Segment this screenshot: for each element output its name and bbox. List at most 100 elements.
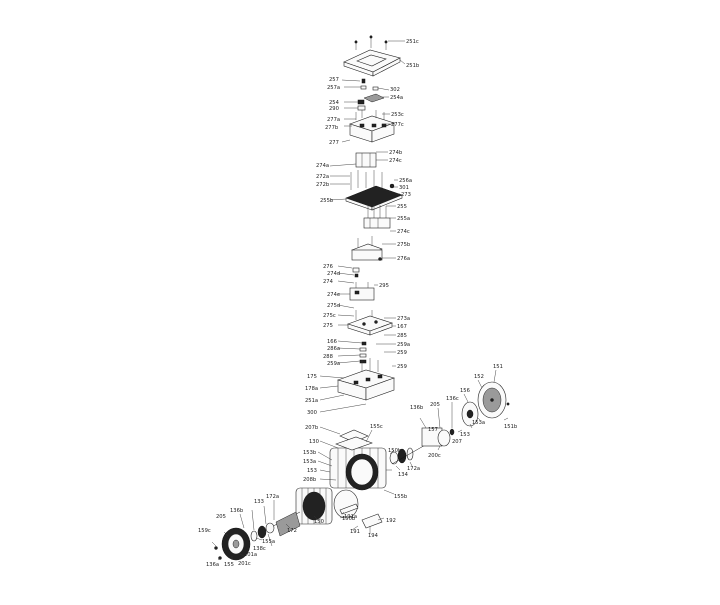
label-155a: 155a <box>262 539 275 545</box>
label-167: 166 <box>327 339 337 345</box>
label-301: 273 <box>401 192 411 198</box>
cover-plate <box>343 35 401 77</box>
label-150: 150 <box>314 519 324 525</box>
label-274c: 274c <box>389 158 402 164</box>
label-133-upper: 172a <box>407 466 420 472</box>
label-150b: 150b <box>342 516 356 522</box>
label-130: 130 <box>309 439 319 445</box>
label-166: 285 <box>397 333 407 339</box>
label-205: 205 <box>216 514 226 520</box>
label-275c: 273a <box>397 316 410 322</box>
gasket-ring <box>333 489 359 519</box>
label-254: 254 <box>329 100 340 106</box>
label-155c: 155c <box>370 424 383 430</box>
label-259a: 259a <box>397 342 410 348</box>
label-285: 286a <box>327 346 340 352</box>
label-290: 290 <box>329 106 339 112</box>
circuit-board <box>345 170 403 211</box>
front-end-shield <box>214 527 251 561</box>
label-178a: 178a <box>305 386 318 392</box>
label-191a: 191a <box>344 514 357 520</box>
label-153-rear: 153 <box>460 432 470 438</box>
label-251a: 251a <box>305 398 318 404</box>
clamp-274 <box>349 282 375 301</box>
stator-housing <box>329 436 387 491</box>
leader-lines <box>319 40 406 413</box>
label-255a: 274c <box>397 229 410 235</box>
label-276a: 276 <box>323 264 333 270</box>
label-153a: 153a <box>303 459 316 465</box>
label-255b: 255 <box>397 204 407 210</box>
label-172a: 172a <box>266 494 279 500</box>
label-155: 155 <box>224 562 234 568</box>
label-157: 157 <box>428 427 438 433</box>
label-302: 302 <box>390 87 400 93</box>
label-194: 194 <box>368 533 379 539</box>
label-274b: 274b <box>389 150 403 156</box>
leader-lines-motor <box>211 369 509 561</box>
label-300: 300 <box>307 410 317 416</box>
label-251c: 251c <box>406 39 419 45</box>
terminal-box-housing <box>337 358 395 401</box>
label-288: 259a <box>327 361 340 367</box>
label-207b: 207b <box>305 425 319 431</box>
label-136b: 136b <box>230 508 244 514</box>
label-205-rear: 205 <box>430 402 440 408</box>
label-152: 152 <box>474 374 484 380</box>
label-272a: 272a <box>316 174 329 180</box>
small-stack <box>359 341 367 364</box>
label-275: 167 <box>397 324 407 330</box>
stator-winding <box>295 487 333 525</box>
label-253c: 253c <box>391 112 404 118</box>
label-156: 156 <box>460 388 470 394</box>
rear-shaft-parts <box>389 427 455 465</box>
label-274: 274e <box>327 292 340 298</box>
label-155b: 155b <box>394 494 408 500</box>
label-153: 153 <box>307 468 317 474</box>
label-257a: 257a <box>327 85 340 91</box>
small-parts-276 <box>352 267 360 278</box>
label-275d: 275c <box>323 313 336 319</box>
label-192: 192 <box>386 518 396 524</box>
label-254a: 254a <box>390 95 403 101</box>
label-175: 175 <box>307 374 317 380</box>
label-191: 191 <box>350 529 360 535</box>
label-159c: 159c <box>198 528 211 534</box>
label-274a: 274a <box>316 163 329 169</box>
label-136b-rear: 136b <box>410 405 424 411</box>
label-153a-rear: 153a <box>472 420 485 426</box>
label-153b: 153b <box>303 450 317 456</box>
label-295: 275d <box>327 303 340 309</box>
label-274e: 295 <box>379 283 389 289</box>
bracket-274 <box>355 152 377 168</box>
label-276: 274d <box>327 271 340 277</box>
label-274d: 274 <box>323 279 334 285</box>
label-274c-lower: 275b <box>397 242 411 248</box>
label-275b: 276a <box>397 256 410 262</box>
label-151: 151 <box>493 364 503 370</box>
bracket-274c <box>351 236 383 261</box>
board-275 <box>347 310 393 336</box>
rotor-shaft <box>250 511 301 542</box>
label-256: 301 <box>399 185 409 191</box>
label-255: 255a <box>397 216 410 222</box>
label-259-lower: 259 <box>397 364 407 370</box>
label-277: 277 <box>329 140 339 146</box>
label-133: 133 <box>254 499 264 505</box>
label-151b: 151b <box>504 424 518 430</box>
label-134: 134 <box>398 472 409 478</box>
label-273a: 275 <box>323 323 333 329</box>
label-200c: 200c <box>428 453 441 459</box>
part-labels: 251c 251b 257 257a 302 254a 254 290 277a… <box>198 39 518 568</box>
label-277c: 277c <box>391 122 404 128</box>
terminal-block <box>349 110 395 143</box>
fan-cover <box>477 381 510 419</box>
connector-parts <box>357 78 385 111</box>
label-207: 207 <box>452 439 462 445</box>
motor-feet <box>339 503 383 529</box>
label-208b: 208b <box>303 477 317 483</box>
label-201a: 201a <box>244 552 257 558</box>
relay-block <box>363 204 391 229</box>
label-136a: 136a <box>206 562 219 568</box>
